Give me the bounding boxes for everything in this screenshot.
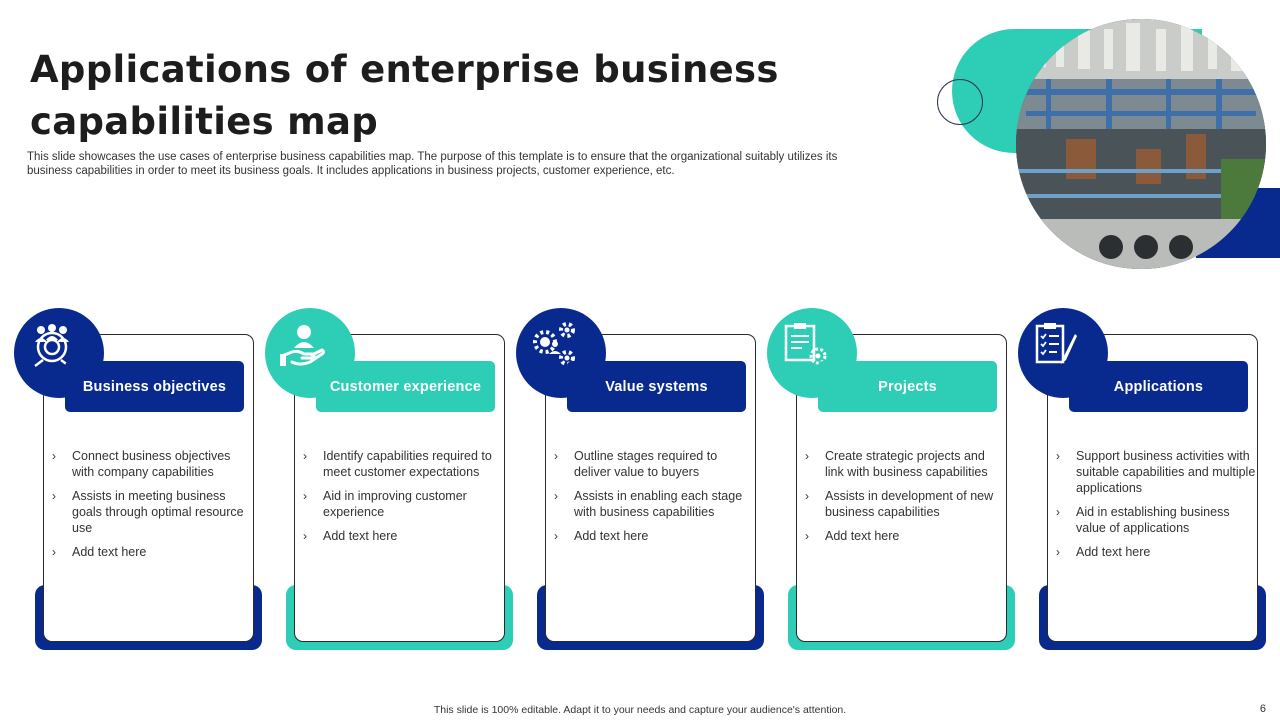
chevron-right-icon: › — [52, 545, 56, 559]
bullet-list: ›Support business activities with suitab… — [1056, 448, 1256, 568]
bullet-list: ›Connect business objectives with compan… — [52, 448, 252, 568]
chevron-right-icon: › — [1056, 449, 1060, 463]
gears-person-icon — [533, 322, 575, 366]
bullet-item: ›Aid in improving customer experience — [303, 489, 467, 519]
chevron-right-icon: › — [303, 449, 307, 463]
industrial-plant-photo — [1016, 19, 1266, 269]
card-business-objectives: Business objectives ›Connect business ob… — [14, 308, 264, 652]
bullet-list: ›Identify capabilities required to meet … — [303, 448, 503, 552]
bullet-item: ›Support business activities with suitab… — [1056, 449, 1256, 495]
chevron-right-icon: › — [554, 529, 558, 543]
chevron-right-icon: › — [805, 489, 809, 503]
card-projects: Projects ›Create strategic projects and … — [767, 308, 1017, 652]
bullet-item: ›Connect business objectives with compan… — [52, 449, 231, 479]
chevron-right-icon: › — [303, 489, 307, 503]
industrial-plant-image — [1016, 19, 1266, 269]
card-title: Value systems — [567, 361, 746, 412]
bullet-item: ›Add text here — [303, 529, 398, 543]
bullet-item: ›Create strategic projects and link with… — [805, 449, 988, 479]
bullet-item: ›Aid in establishing business value of a… — [1056, 505, 1230, 535]
card-icon-badge — [1018, 308, 1108, 398]
chevron-right-icon: › — [1056, 505, 1060, 519]
slide-footer: This slide is 100% editable. Adapt it to… — [433, 704, 847, 716]
chevron-right-icon: › — [52, 489, 56, 503]
bullet-item: ›Add text here — [1056, 545, 1151, 559]
card-title: Customer experience — [316, 361, 495, 412]
bullet-item: ›Identify capabilities required to meet … — [303, 449, 492, 479]
card-value-systems: Value systems ›Outline stages required t… — [516, 308, 766, 652]
card-title: Business objectives — [65, 361, 244, 412]
customer-hand-icon — [280, 325, 325, 366]
chevron-right-icon: › — [554, 449, 558, 463]
bullet-item: ›Add text here — [554, 529, 649, 543]
card-customer-experience: Customer experience ›Identify capabiliti… — [265, 308, 515, 652]
bullet-item: ›Assists in development of new business … — [805, 489, 994, 519]
decor-ring — [937, 79, 983, 125]
card-applications: Applications ›Support business activitie… — [1018, 308, 1268, 652]
bullet-item: ›Add text here — [805, 529, 900, 543]
bullet-item: ›Add text here — [52, 545, 147, 559]
bullet-item: ›Assists in enabling each stage with bus… — [554, 489, 743, 519]
chevron-right-icon: › — [805, 529, 809, 543]
checklist-pen-icon — [1035, 323, 1077, 364]
target-team-icon — [34, 324, 70, 367]
bullet-item: ›Outline stages required to deliver valu… — [554, 449, 718, 479]
chevron-right-icon: › — [805, 449, 809, 463]
chevron-right-icon: › — [554, 489, 558, 503]
bullet-list: ›Create strategic projects and link with… — [805, 448, 1005, 552]
bullet-list: ›Outline stages required to deliver valu… — [554, 448, 754, 552]
page-number: 6 — [1259, 703, 1266, 715]
chevron-right-icon: › — [52, 449, 56, 463]
card-title: Projects — [818, 361, 997, 412]
bullet-item: ›Assists in meeting business goals throu… — [52, 489, 244, 535]
slide-title: Applications of enterprise business capa… — [30, 48, 779, 143]
slide-subtitle: This slide showcases the use cases of en… — [27, 151, 838, 177]
chevron-right-icon: › — [1056, 545, 1060, 559]
chevron-right-icon: › — [303, 529, 307, 543]
card-title: Applications — [1069, 361, 1248, 412]
